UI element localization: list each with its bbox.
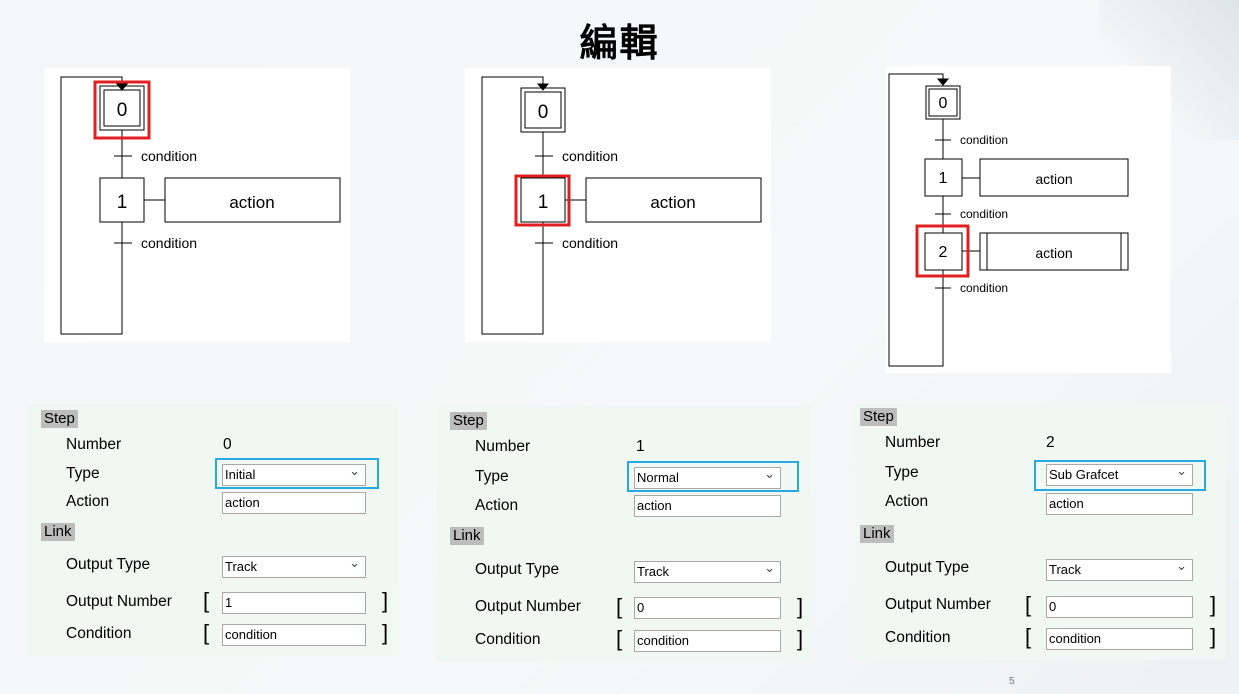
bracket-close: ]	[797, 594, 804, 619]
output-number-label: Output Number	[475, 598, 581, 615]
step-0-number: 0	[538, 102, 549, 123]
condition-label: Condition	[885, 629, 951, 646]
number-value: 0	[223, 436, 232, 453]
output-type-label: Output Type	[475, 561, 560, 578]
transition-condition-1: condition	[562, 148, 618, 164]
step-0-number: 0	[117, 100, 128, 121]
link-section-header: Link	[860, 525, 894, 543]
number-label: Number	[885, 434, 941, 451]
action-block-label: action	[650, 193, 695, 212]
bracket-open: [	[616, 626, 623, 651]
link-section-header: Link	[41, 523, 75, 541]
condition-input[interactable]: condition	[634, 630, 781, 652]
action-input[interactable]: action	[222, 492, 366, 514]
grafcet-diagram-1-svg: 0 1 condition condition action	[60, 76, 341, 335]
condition-label: Condition	[475, 631, 541, 648]
type-label: Type	[475, 468, 509, 485]
step-highlight-box	[915, 224, 970, 278]
output-number-input[interactable]: 0	[1046, 596, 1193, 618]
type-select[interactable]: Normal	[634, 467, 781, 489]
step-section-header: Step	[41, 410, 78, 428]
link-section-header: Link	[450, 527, 484, 545]
step-1-number: 1	[117, 192, 128, 213]
step-section-header: Step	[450, 412, 487, 430]
grafcet-diagram-3: 0 1 2 condition condition condition acti…	[886, 66, 1171, 373]
output-type-label: Output Type	[885, 559, 970, 576]
type-label: Type	[66, 465, 100, 482]
step-properties-panel-1: Step Number 0 Type Initial Action action…	[28, 404, 399, 656]
step-section-header: Step	[860, 408, 897, 426]
condition-input[interactable]: condition	[1046, 628, 1193, 650]
action-block-label: action	[1035, 171, 1072, 187]
number-label: Number	[475, 438, 531, 455]
number-value: 2	[1046, 434, 1055, 451]
action-block-label: action	[229, 193, 274, 212]
step-1-number: 1	[939, 170, 948, 187]
bracket-close: ]	[382, 620, 389, 645]
action-label: Action	[885, 493, 929, 510]
step-2-number: 2	[939, 244, 948, 261]
bracket-close: ]	[797, 626, 804, 651]
subgrafcet-action-block-label: action	[1035, 245, 1072, 261]
type-highlight-box	[1034, 460, 1206, 491]
output-number-label: Output Number	[885, 596, 991, 613]
transition-condition-3: condition	[960, 281, 1008, 295]
number-label: Number	[66, 436, 122, 453]
type-highlight-box	[627, 461, 799, 492]
action-label: Action	[475, 497, 519, 514]
step-properties-panel-2: Step Number 1 Type Normal Action action …	[437, 406, 811, 662]
step-highlight-box	[514, 174, 571, 227]
bracket-close: ]	[382, 588, 389, 613]
output-number-input[interactable]: 1	[222, 592, 366, 614]
step-1-number: 1	[538, 192, 549, 213]
output-type-label: Output Type	[66, 556, 151, 573]
step-properties-panel-3: Step Number 2 Type Sub Grafcet Action ac…	[855, 404, 1226, 660]
grafcet-diagram-2-svg: 0 1 condition condition action	[481, 76, 762, 335]
grafcet-diagram-3-svg: 0 1 2 condition condition condition acti…	[888, 73, 1129, 367]
action-label: Action	[66, 493, 110, 510]
action-input[interactable]: action	[1046, 493, 1193, 515]
number-value: 1	[636, 438, 645, 455]
bracket-close: ]	[1210, 592, 1217, 617]
type-highlight-box	[215, 458, 379, 489]
bracket-open: [	[616, 594, 623, 619]
condition-input[interactable]: condition	[222, 624, 366, 646]
transition-condition-1: condition	[141, 148, 197, 164]
step-highlight-box	[93, 80, 151, 140]
bracket-open: [	[1025, 592, 1032, 617]
type-select[interactable]: Sub Grafcet	[1046, 464, 1193, 486]
bracket-open: [	[203, 620, 210, 645]
action-input[interactable]: action	[634, 495, 781, 517]
page-title: 編輯	[579, 20, 660, 65]
bracket-close: ]	[1210, 624, 1217, 649]
grafcet-diagram-1: 0 1 condition condition action	[44, 68, 350, 342]
output-type-select[interactable]: Track	[222, 556, 366, 578]
output-number-input[interactable]: 0	[634, 597, 781, 619]
type-select[interactable]: Initial	[222, 464, 366, 486]
bracket-open: [	[1025, 624, 1032, 649]
output-number-label: Output Number	[66, 593, 172, 610]
transition-condition-2: condition	[960, 207, 1008, 221]
transition-condition-2: condition	[141, 235, 197, 251]
transition-condition-2: condition	[562, 235, 618, 251]
step-0-number: 0	[939, 95, 948, 112]
output-type-select[interactable]: Track	[1046, 559, 1193, 581]
page-number: 5	[1009, 676, 1015, 687]
transition-condition-1: condition	[960, 133, 1008, 147]
grafcet-diagram-2: 0 1 condition condition action	[465, 68, 771, 342]
output-type-select[interactable]: Track	[634, 561, 781, 583]
bracket-open: [	[203, 588, 210, 613]
condition-label: Condition	[66, 625, 132, 642]
type-label: Type	[885, 464, 919, 481]
